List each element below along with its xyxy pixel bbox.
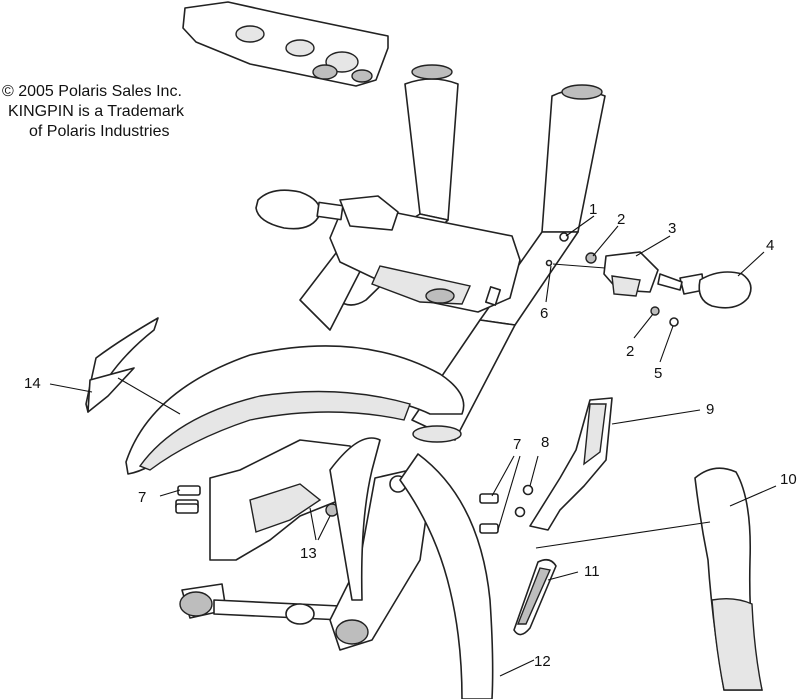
callout-5: 5 bbox=[654, 365, 662, 382]
callout-9: 9 bbox=[706, 401, 714, 418]
callout-11: 11 bbox=[584, 563, 600, 580]
bracket-part-9 bbox=[529, 397, 613, 531]
callout-13: 13 bbox=[300, 545, 317, 562]
copyright-line-3: of Polaris Industries bbox=[29, 123, 170, 140]
callout-7-left: 7 bbox=[138, 489, 146, 506]
callout-4: 4 bbox=[766, 237, 774, 254]
callout-8: 8 bbox=[541, 434, 549, 451]
callout-7-right: 7 bbox=[513, 436, 521, 453]
callout-2-lower: 2 bbox=[626, 343, 634, 360]
wheel-fender-rear bbox=[329, 437, 494, 699]
right-turn-signal bbox=[603, 251, 752, 309]
fender-bracket-left bbox=[179, 439, 363, 619]
copyright-line-2: KINGPIN is a Trademark bbox=[8, 103, 185, 120]
lower-triple-clamp bbox=[329, 201, 521, 313]
callout-1: 1 bbox=[589, 201, 597, 218]
callout-2-upper: 2 bbox=[617, 211, 625, 228]
left-turn-signal bbox=[255, 189, 399, 231]
right-fork-tube bbox=[411, 84, 606, 443]
front-axle bbox=[213, 599, 343, 625]
callout-labels: 1 2 3 4 6 2 5 14 9 7 8 10 7 13 11 12 bbox=[24, 201, 797, 670]
copyright-notice: © 2005 Polaris Sales Inc. KINGPIN is a T… bbox=[0, 82, 222, 142]
fender-trim-part-14 bbox=[85, 317, 159, 413]
reflector-part-11 bbox=[513, 558, 557, 636]
callout-3: 3 bbox=[668, 220, 676, 237]
top-triple-clamp bbox=[182, 1, 389, 87]
callout-14: 14 bbox=[24, 375, 41, 392]
front-fender bbox=[125, 345, 465, 475]
fork-cover-part-10 bbox=[694, 467, 763, 691]
callout-10: 10 bbox=[780, 471, 797, 488]
copyright-line-1: © 2005 Polaris Sales Inc. bbox=[2, 83, 182, 100]
leader-lines bbox=[49, 215, 777, 677]
callout-12: 12 bbox=[534, 653, 551, 670]
callout-6: 6 bbox=[540, 305, 548, 322]
